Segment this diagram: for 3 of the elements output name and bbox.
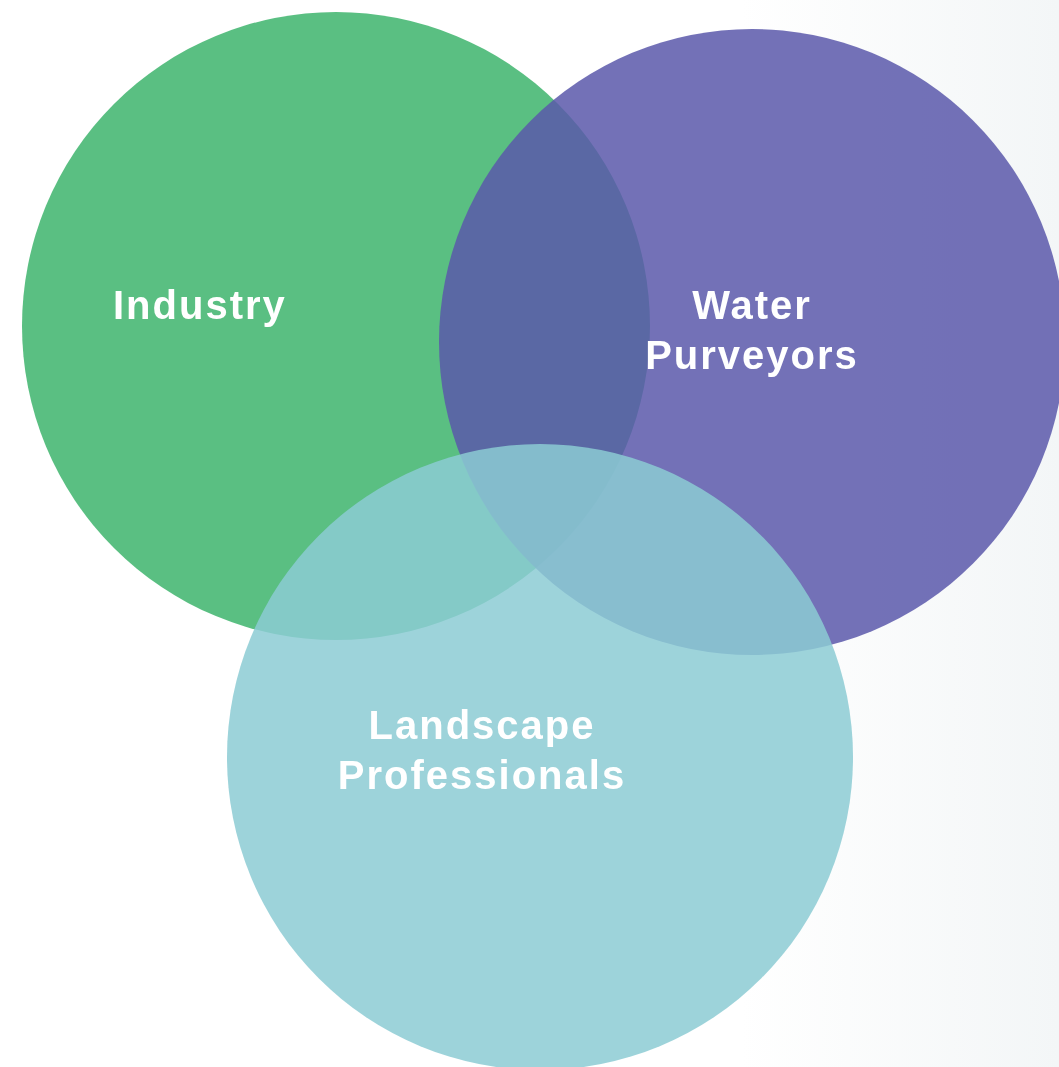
circle-label: Industry: [113, 282, 287, 329]
circle-label: Water Purveyors: [644, 282, 860, 379]
circle-label: Landscape Professionals: [336, 702, 628, 799]
